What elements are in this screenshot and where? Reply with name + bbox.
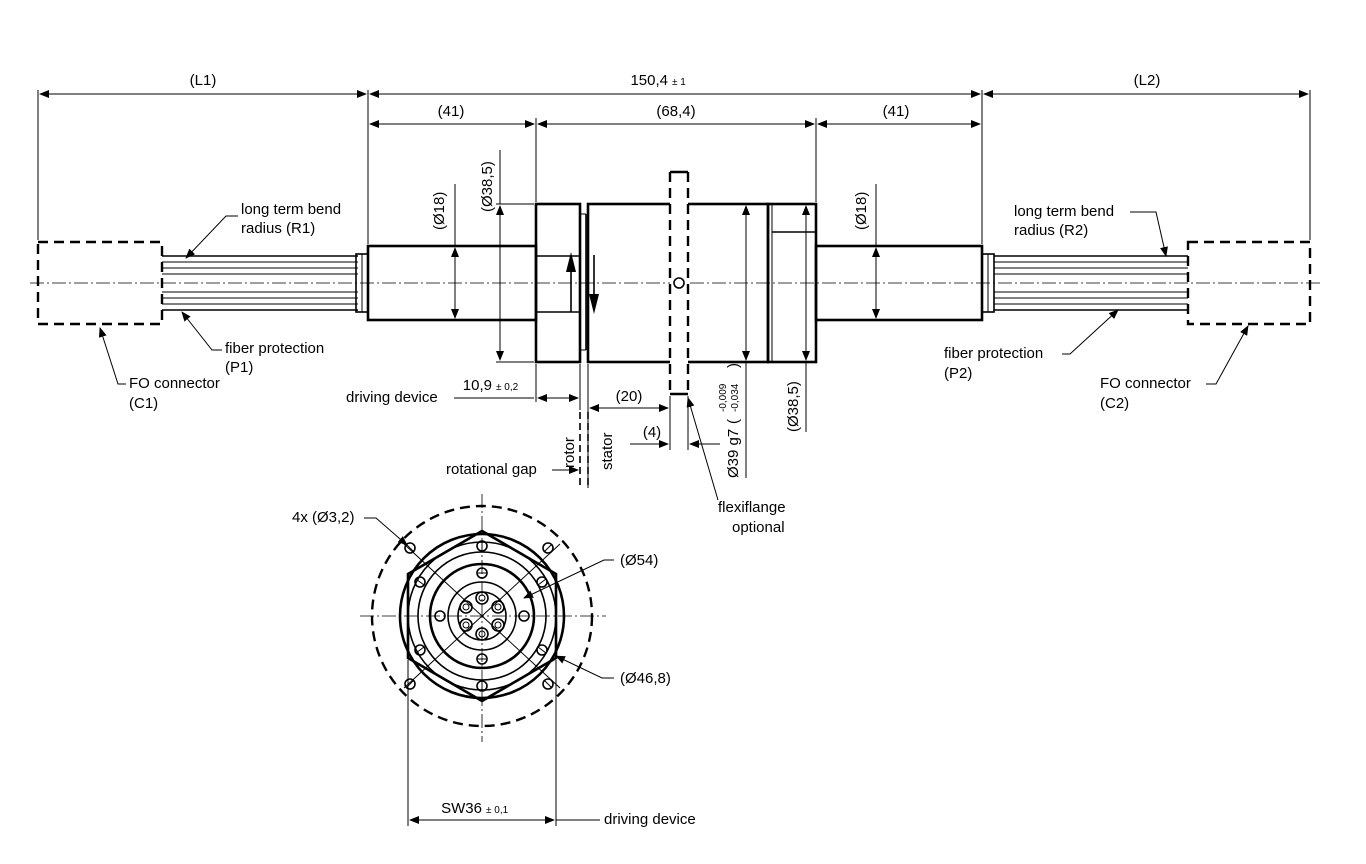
- label-stator: stator: [599, 432, 616, 470]
- label-fo-left-2: (C1): [129, 395, 158, 412]
- dim-d39-tol-lo: -0,034: [730, 383, 741, 412]
- dim-left-41: (41): [438, 103, 465, 120]
- dim-d18-left: (Ø18): [431, 192, 448, 230]
- body-circle-54: [398, 532, 566, 700]
- label-fiber-right-1: fiber protection: [944, 345, 1043, 362]
- dimensions-lower: 10,9 ± 0,2 (20) (4): [454, 364, 720, 488]
- dim-d385-left: (Ø38,5): [479, 161, 496, 212]
- dim-right-41: (41): [883, 103, 910, 120]
- fo-connector-left: [36, 240, 164, 326]
- flexiflange: [668, 170, 690, 396]
- side-view: [30, 170, 1320, 396]
- label-rotor: rotor: [561, 437, 578, 468]
- dim-total: 150,4: [630, 72, 668, 89]
- label-flexiflange-2: optional: [732, 519, 785, 536]
- dim-L1: (L1): [190, 72, 217, 89]
- label-bend-left-2: radius (R1): [241, 220, 315, 237]
- label-fo-right-1: FO connector: [1100, 375, 1191, 392]
- fiber-bundle-left: [162, 253, 369, 313]
- fo-connector-right: [1186, 240, 1312, 326]
- dim-20: (20): [616, 388, 643, 405]
- dim-d39: Ø39 g7: [725, 429, 742, 478]
- label-flexiflange-1: flexiflange: [718, 499, 786, 516]
- dim-L2: (L2): [1134, 72, 1161, 89]
- dim-d39-tol-up: -0,009: [718, 383, 729, 412]
- dim-d468: (Ø46,8): [620, 670, 671, 687]
- front-view: [360, 494, 606, 742]
- fiber-bundle-right: [981, 253, 1188, 313]
- label-fiber-right-2: (P2): [944, 365, 972, 382]
- label-bend-left-1: long term bend: [241, 201, 341, 218]
- dim-holes: 4x (Ø3,2): [292, 509, 355, 526]
- dim-d18-right: (Ø18): [853, 192, 870, 230]
- label-fiber-left-2: (P1): [225, 359, 253, 376]
- label-driving-device-top: driving device: [346, 389, 438, 406]
- label-fo-right-2: (C2): [1100, 395, 1129, 412]
- flange-outer-circle: [370, 504, 594, 728]
- label-bend-right-2: radius (R2): [1014, 222, 1088, 239]
- dimensions-top: (L1) 150,4 ± 1 (L2) (41) (68,4) (41): [37, 72, 1311, 244]
- label-fo-left-1: FO connector: [129, 375, 220, 392]
- svg-text:): ): [725, 363, 742, 368]
- front-view-dimensions: 4x (Ø3,2) (Ø54) (Ø46,8) SW36 ± 0,1 drivi…: [292, 509, 696, 828]
- label-fiber-left-1: fiber protection: [225, 340, 324, 357]
- dim-sw-tol: ± 0,1: [486, 805, 509, 816]
- dim-sw: SW36: [441, 800, 482, 817]
- dim-gap-tol: ± 0,2: [496, 382, 519, 393]
- rotor-hex: [534, 202, 587, 364]
- label-rotational-gap: rotational gap: [446, 461, 537, 478]
- dim-gap: 10,9: [463, 377, 492, 394]
- label-driving-device-bottom: driving device: [604, 811, 696, 828]
- rotation-arrows: [566, 252, 599, 314]
- dim-mid-68: (68,4): [656, 103, 695, 120]
- dimensions-diameters: (Ø18) (Ø38,5) Ø39 g7 -0,009 -0,034 ( ) (…: [431, 150, 880, 478]
- label-bend-right-1: long term bend: [1014, 203, 1114, 220]
- dim-4: (4): [643, 424, 661, 441]
- svg-text:(: (: [725, 419, 742, 424]
- side-view-labels: long term bend radius (R1) fiber protect…: [98, 201, 1249, 536]
- dim-d54: (Ø54): [620, 552, 658, 569]
- dim-total-tol: ± 1: [672, 77, 686, 88]
- shaft-right: [814, 244, 984, 322]
- dim-d385-right: (Ø38,5): [785, 381, 802, 432]
